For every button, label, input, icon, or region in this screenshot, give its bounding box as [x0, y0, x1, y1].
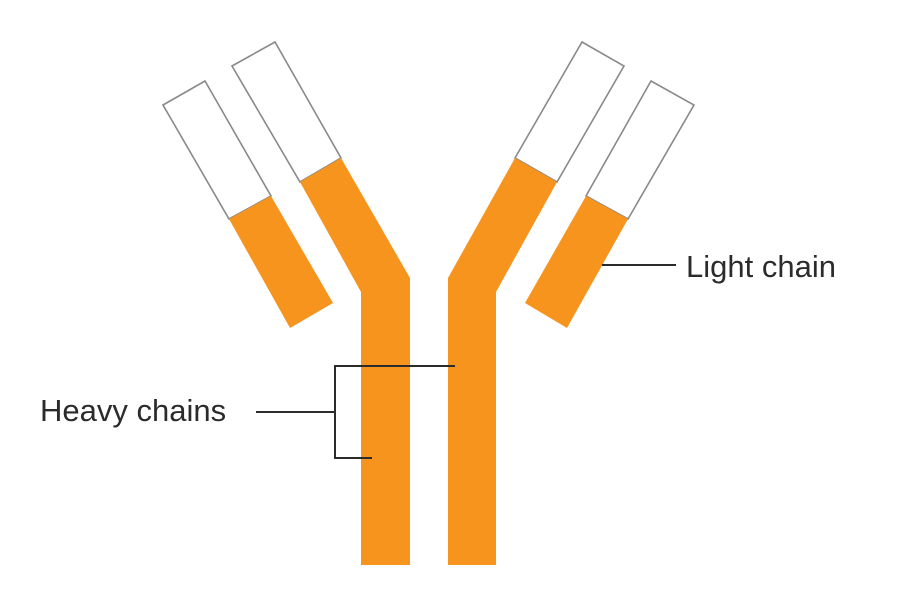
- heavy-chain-left: [230, 40, 410, 565]
- light-chain-left: [161, 79, 333, 328]
- light-chain-right: [525, 79, 696, 328]
- heavy-chain-right-constant-region: [448, 158, 557, 565]
- light-chain-left-constant-region: [229, 196, 333, 328]
- heavy-chain-left-constant-region: [300, 158, 410, 565]
- heavy-chains-label: Heavy chains: [40, 393, 227, 428]
- light-chain-right-constant-region: [525, 196, 628, 328]
- heavy-chain-right: [448, 40, 626, 565]
- light-chain-label: Light chain: [686, 249, 836, 284]
